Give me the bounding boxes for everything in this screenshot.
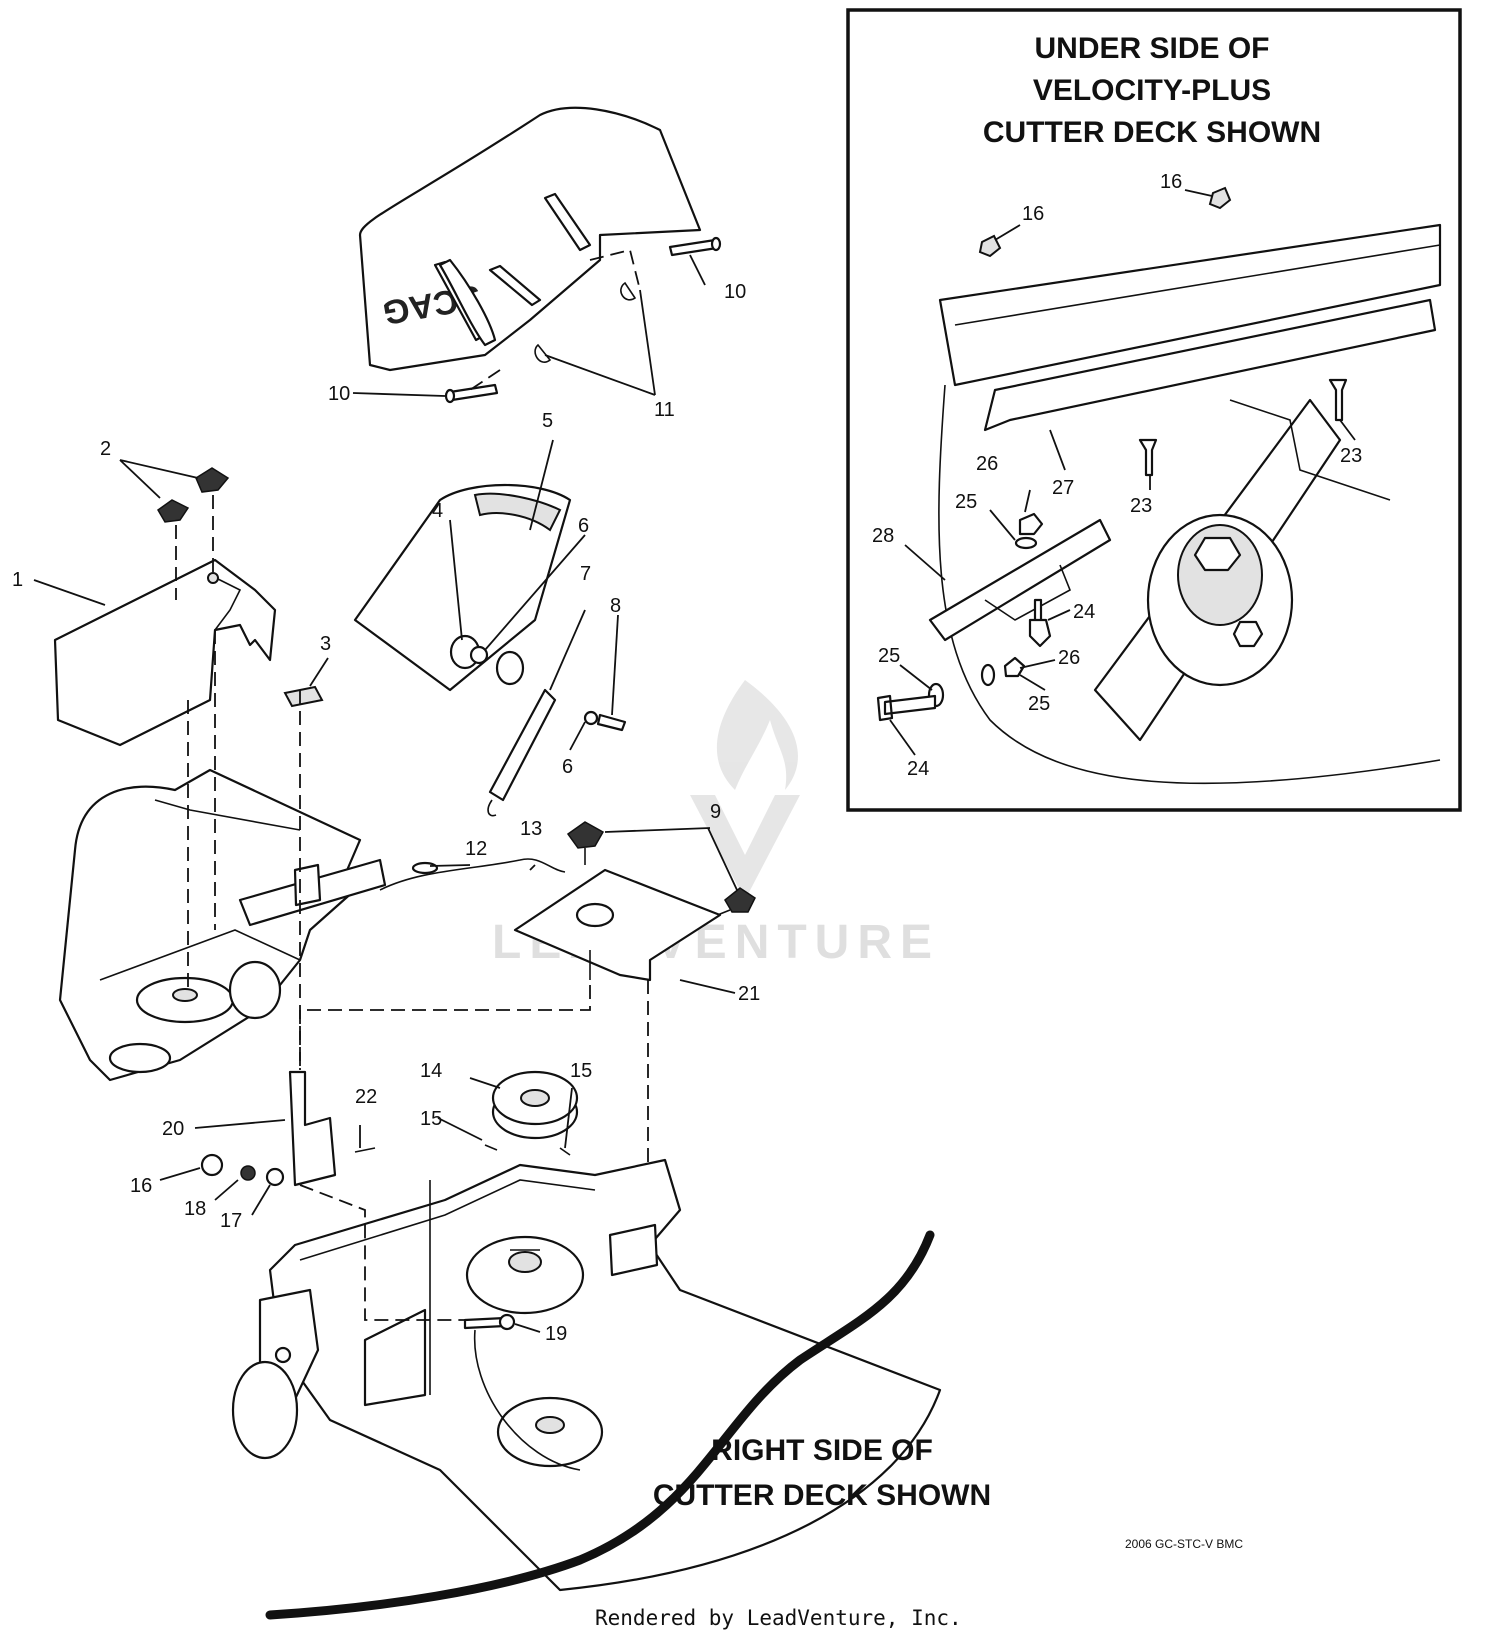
spindle-pulley xyxy=(465,1235,585,1315)
callout-21: 21 xyxy=(738,983,760,1005)
callout-6b: 6 xyxy=(562,756,573,778)
clip-11b xyxy=(534,343,552,363)
nut-16 xyxy=(200,1153,224,1177)
deck-skirt xyxy=(938,384,1441,785)
washer-6b xyxy=(583,710,599,726)
callout-10b: 10 xyxy=(328,383,350,405)
callout-22: 22 xyxy=(355,1086,377,1108)
cutter-deck-body xyxy=(268,1158,942,1592)
callout-inset-23a: 23 xyxy=(1130,495,1152,517)
discharge-housing xyxy=(58,768,362,1082)
chute-part-5 xyxy=(353,483,572,692)
washer-17 xyxy=(265,1167,285,1187)
callout-10a: 10 xyxy=(724,281,746,303)
washer-18 xyxy=(240,1165,256,1181)
inset-washer-25c xyxy=(980,663,996,687)
callout-15b: 15 xyxy=(570,1060,592,1082)
callout-inset-26b: 26 xyxy=(1058,647,1080,669)
inset-nut-26b xyxy=(1003,656,1026,678)
inset-nut-16a xyxy=(978,234,1002,258)
knob-9a xyxy=(566,821,605,849)
spring-15a xyxy=(484,1144,498,1151)
inset-bolt-23b xyxy=(1328,378,1348,422)
callout-inset-16b: 16 xyxy=(1160,171,1182,193)
callout-inset-25b: 25 xyxy=(878,645,900,667)
inset-panel: UNDER SIDE OF VELOCITY-PLUS CUTTER DECK … xyxy=(846,8,1462,812)
knob-2a xyxy=(157,499,190,523)
callout-17: 17 xyxy=(220,1210,242,1232)
callout-7: 7 xyxy=(580,563,591,585)
inset-title-line-1: UNDER SIDE OF xyxy=(1034,32,1269,65)
inset-nut-16b xyxy=(1208,186,1232,210)
callout-6a: 6 xyxy=(578,515,589,537)
washer-6a xyxy=(469,645,489,665)
bracket-part-20 xyxy=(288,1070,337,1187)
knob-2b xyxy=(195,467,230,493)
callout-inset-25a: 25 xyxy=(955,491,977,513)
spring-15b xyxy=(559,1147,571,1156)
inset-washer-25a xyxy=(1014,536,1038,550)
inset-title-line-2: VELOCITY-PLUS xyxy=(1033,74,1271,107)
link-part-7 xyxy=(488,688,557,802)
main-title-line-2: CUTTER DECK SHOWN xyxy=(653,1479,991,1512)
callout-9: 9 xyxy=(710,801,721,823)
callout-15a: 15 xyxy=(420,1108,442,1130)
blade-bolt xyxy=(1193,536,1242,572)
cover-part-1 xyxy=(53,558,277,747)
callout-inset-24b: 24 xyxy=(907,758,929,780)
callout-inset-24a: 24 xyxy=(1073,601,1095,623)
callout-5: 5 xyxy=(542,410,553,432)
inset-title-line-3: CUTTER DECK SHOWN xyxy=(983,116,1321,149)
bracket-28 xyxy=(928,518,1112,642)
inset-border xyxy=(846,8,1462,812)
bolt-part-8 xyxy=(596,713,627,732)
callout-3: 3 xyxy=(320,633,331,655)
deck-side-bracket xyxy=(608,1223,659,1277)
callout-inset-27: 27 xyxy=(1052,477,1074,499)
callout-13: 13 xyxy=(520,818,542,840)
callout-inset-16a: 16 xyxy=(1022,203,1044,225)
inset-bolt-23a xyxy=(1138,438,1158,477)
callout-inset-25c: 25 xyxy=(1028,693,1050,715)
callout-inset-28: 28 xyxy=(872,525,894,547)
part-3 xyxy=(283,685,324,708)
inset-nut-26a xyxy=(1018,512,1044,536)
callout-inset-23b: 23 xyxy=(1340,445,1362,467)
callout-inset-26a: 26 xyxy=(976,453,998,475)
callout-8: 8 xyxy=(610,595,621,617)
callout-14: 14 xyxy=(420,1060,442,1082)
cable-12-13 xyxy=(379,858,566,891)
callout-19: 19 xyxy=(545,1323,567,1345)
callout-4: 4 xyxy=(432,500,443,522)
callout-12: 12 xyxy=(465,838,487,860)
knob-9b xyxy=(724,887,756,913)
baffle-27 xyxy=(983,298,1437,432)
inset-bolt-24b xyxy=(876,694,937,722)
pin-10a xyxy=(668,238,719,257)
drawing-code: 2006 GC-STC-V BMC xyxy=(1125,1537,1243,1551)
callout-11: 11 xyxy=(654,399,675,421)
callout-16: 16 xyxy=(130,1175,152,1197)
main-title-line-1: RIGHT SIDE OF xyxy=(711,1434,933,1467)
callout-2: 2 xyxy=(100,438,111,460)
callout-1: 1 xyxy=(12,569,23,591)
catcher-cover xyxy=(358,106,702,372)
caster-wheel xyxy=(231,1360,299,1460)
deck-edge xyxy=(265,1230,935,1620)
inset-bolt-24a xyxy=(1028,598,1052,648)
clip-11a xyxy=(620,281,637,301)
plate-part-21 xyxy=(513,868,722,982)
callout-18: 18 xyxy=(184,1198,206,1220)
pin-22 xyxy=(354,1147,376,1153)
callout-20: 20 xyxy=(162,1118,184,1140)
footer-credit: Rendered by LeadVenture, Inc. xyxy=(595,1606,962,1630)
